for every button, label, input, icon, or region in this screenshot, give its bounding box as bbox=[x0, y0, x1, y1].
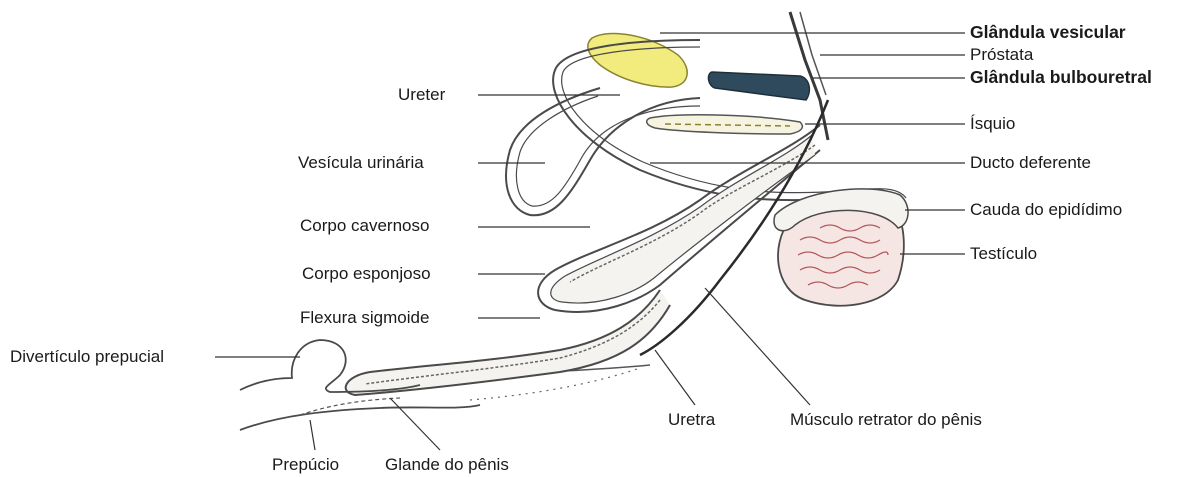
label-diverticulo-prepucial: Divertículo prepucial bbox=[10, 347, 164, 367]
label-ducto-deferente: Ducto deferente bbox=[970, 153, 1091, 173]
label-testiculo: Testículo bbox=[970, 244, 1037, 264]
label-musculo-retrator: Músculo retrator do pênis bbox=[790, 410, 982, 430]
label-prostata: Próstata bbox=[970, 45, 1033, 65]
label-cauda-epididimo: Cauda do epidídimo bbox=[970, 200, 1122, 220]
prepuce-lower-outline bbox=[240, 405, 480, 430]
label-glandula-vesicular: Glândula vesicular bbox=[970, 22, 1126, 42]
label-uretra: Uretra bbox=[668, 410, 715, 430]
label-flexura-sigmoide: Flexura sigmoide bbox=[300, 308, 429, 328]
urinary-bladder-shape bbox=[506, 88, 700, 215]
label-prepucio: Prepúcio bbox=[272, 455, 339, 475]
label-ureter: Ureter bbox=[398, 85, 445, 105]
label-corpo-esponjoso: Corpo esponjoso bbox=[302, 264, 431, 284]
label-glande-penis: Glande do pênis bbox=[385, 455, 509, 475]
label-corpo-cavernoso: Corpo cavernoso bbox=[300, 216, 429, 236]
label-vesicula-urinaria: Vesícula urinária bbox=[298, 153, 424, 173]
label-isquio: Ísquio bbox=[970, 114, 1015, 134]
label-glandula-bulbouretral: Glândula bulbouretral bbox=[970, 67, 1152, 87]
bulbourethral-gland-shape bbox=[708, 72, 809, 100]
